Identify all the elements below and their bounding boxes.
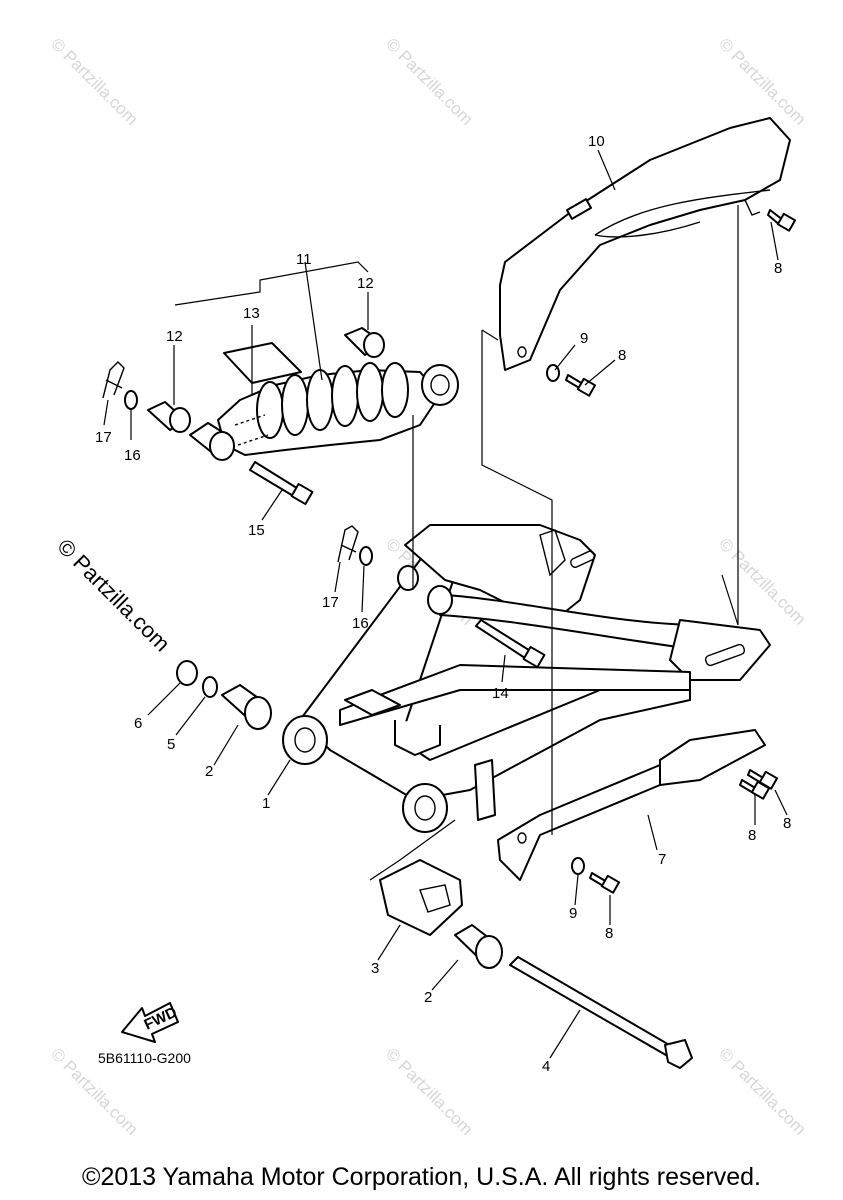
washer-part [571, 857, 585, 875]
watermark: © Partzilla.com [382, 1044, 476, 1138]
callout-17: 17 [95, 429, 112, 446]
callout-9: 9 [580, 330, 588, 347]
rear-shock-absorber-part [217, 362, 459, 456]
callout-8: 8 [618, 347, 626, 364]
copyright-notice: ©2013 Yamaha Motor Corporation, U.S.A. A… [82, 1163, 761, 1191]
callout-10: 10 [588, 133, 605, 150]
diagram-code: 5B61110-G200 [98, 1050, 191, 1066]
callout-8: 8 [605, 925, 613, 942]
swing-arm-bushing-lower [402, 783, 448, 833]
pivot-collar-lower-part [454, 924, 503, 969]
swing-arm-part [299, 524, 771, 821]
callout-2: 2 [424, 989, 432, 1006]
shock-collar-part [189, 422, 235, 461]
callout-14: 14 [492, 685, 509, 702]
cotter-pin-upper-part [102, 361, 125, 399]
washer-upper-part [124, 390, 138, 410]
callout-1: 1 [262, 795, 270, 812]
watermark: © Partzilla.com [47, 34, 141, 128]
callout-8: 8 [748, 827, 756, 844]
bolt-part [565, 374, 597, 397]
callout-3: 3 [371, 960, 379, 977]
watermark: © Partzilla.com [715, 534, 809, 628]
pivot-shaft-part [509, 956, 693, 1069]
washer-lower-part [359, 546, 373, 566]
watermark: © Partzilla.com [715, 34, 809, 128]
callout-12: 12 [166, 328, 183, 345]
dust-seal-part [379, 859, 463, 936]
callout-16: 16 [352, 615, 369, 632]
bolt-part [739, 779, 771, 800]
upper-bushing-part [344, 327, 385, 358]
bolt-part [767, 209, 797, 232]
callout-numbers: 10 8 9 8 11 12 13 12 17 16 15 17 16 14 6… [95, 133, 791, 1075]
callout-7: 7 [658, 851, 666, 868]
callout-5: 5 [167, 736, 175, 753]
caution-label-part [223, 342, 302, 384]
chain-case-part [499, 117, 791, 371]
chain-guide-part [497, 729, 766, 881]
callout-15: 15 [248, 522, 265, 539]
callout-2: 2 [205, 763, 213, 780]
cotter-pin-lower-part [337, 525, 359, 563]
callout-17: 17 [322, 594, 339, 611]
pivot-collar-upper-part [221, 684, 272, 730]
watermark: © Partzilla.com [382, 34, 476, 128]
shock-bolt-part [249, 461, 314, 506]
callout-13: 13 [243, 305, 260, 322]
pivot-nut-part [176, 660, 198, 686]
callout-8: 8 [783, 815, 791, 832]
callout-6: 6 [134, 715, 142, 732]
callout-4: 4 [542, 1058, 550, 1075]
callout-11: 11 [296, 251, 312, 268]
forward-arrow-icon: FWD [121, 1002, 180, 1043]
leader-lines [103, 149, 788, 1059]
callout-12: 12 [357, 275, 374, 292]
callout-8: 8 [774, 260, 782, 277]
pivot-washer-part [202, 676, 218, 698]
assembly-lines [369, 205, 739, 881]
callout-9: 9 [569, 905, 577, 922]
callout-16: 16 [124, 447, 141, 464]
swing-arm-bushing-part [282, 715, 328, 765]
watermark-main: © Partzilla.com [52, 534, 175, 657]
lower-bushing-part [147, 401, 191, 433]
bolt-part [589, 872, 621, 894]
watermark: © Partzilla.com [715, 1044, 809, 1138]
